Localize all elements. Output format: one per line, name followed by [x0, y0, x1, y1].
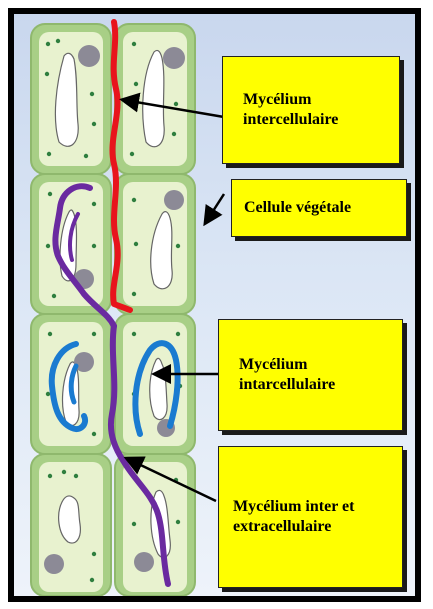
label-cellule-vegetale: Cellule végétale [231, 179, 407, 237]
diagram-frame: Mycélium intercellulaire Cellule végétal… [8, 8, 421, 602]
plant-cell [31, 454, 111, 596]
plant-cell [115, 174, 195, 314]
label-text: Mycélium inter et extracellulaire [233, 497, 388, 537]
arrow-cellule [206, 194, 224, 222]
label-mycelium-intercellulaire: Mycélium intercellulaire [222, 56, 400, 164]
label-text: Mycélium intercellulaire [243, 90, 385, 130]
plant-cell [115, 24, 195, 174]
plant-cell [31, 24, 111, 174]
plant-cell [115, 454, 195, 596]
label-text: Cellule végétale [244, 198, 351, 218]
cell-grid [31, 24, 195, 596]
plant-cell [115, 314, 195, 454]
label-text: Mycélium intarcellulaire [239, 355, 388, 395]
label-mycelium-intracellulaire: Mycélium intarcellulaire [218, 319, 403, 431]
label-mycelium-inter-extra: Mycélium inter et extracellulaire [218, 446, 403, 588]
